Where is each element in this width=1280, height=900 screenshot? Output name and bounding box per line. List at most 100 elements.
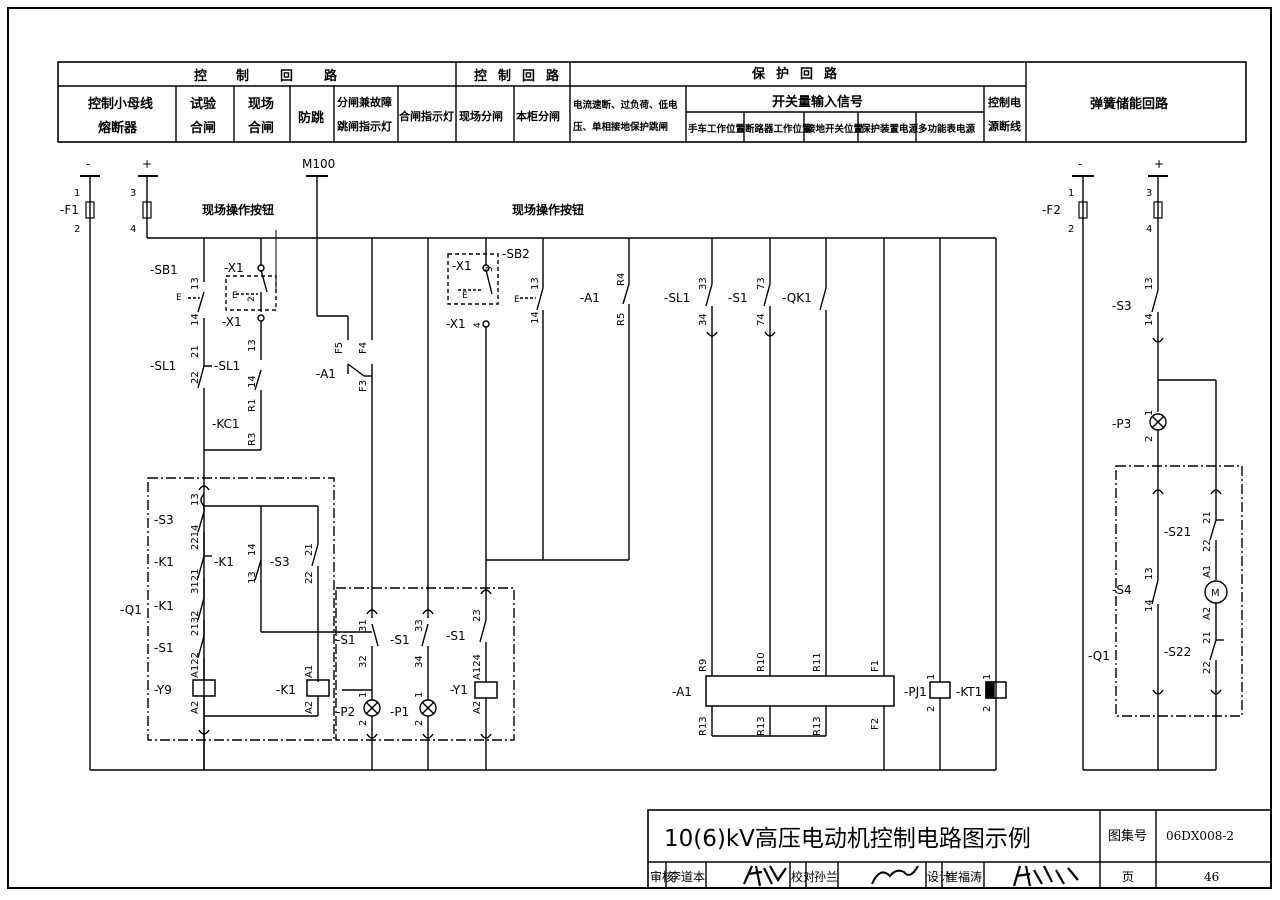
a1-r10: R10: [756, 652, 767, 672]
sb2-13: 13: [530, 277, 541, 290]
hdr-trip-ind-2: 跳闸指示灯: [337, 119, 392, 133]
p2-1: 1: [358, 692, 369, 698]
qk1-label: -QK1: [782, 291, 812, 305]
hdr-prot-2: 护: [776, 66, 789, 82]
pj1-label: -PJ1: [904, 685, 927, 699]
a1-f2: F2: [870, 718, 881, 730]
designer-signature: [1012, 865, 1079, 887]
x1-e: E: [232, 291, 238, 301]
a1-r13-1: R13: [698, 716, 709, 736]
hdr-ctrl-3: 回: [280, 69, 293, 84]
a1-f4: F4: [358, 342, 369, 354]
s1-label-4: -S1: [446, 629, 466, 643]
sb-local-e: E: [514, 295, 520, 305]
sb1-label: -SB1: [150, 263, 178, 277]
f2-term-1: 1: [1068, 188, 1074, 199]
m100-label: M100: [302, 157, 335, 171]
hdr-sw2: 断路器工作位置: [745, 123, 812, 135]
sl1-22: 22: [190, 371, 201, 384]
hdr-ctrl2-4: 路: [546, 68, 560, 84]
sb2-14: 14: [530, 311, 541, 324]
sb1-13: 13: [190, 277, 201, 290]
sb1-14: 14: [190, 313, 201, 326]
s3-22: 22: [304, 571, 315, 584]
k1-2132: 2132: [190, 611, 201, 636]
local-button-label-1: 现场操作按钮: [202, 202, 274, 217]
s3-13: 13: [190, 493, 201, 506]
sb1-e: E: [176, 293, 182, 303]
kt1-1: 1: [982, 674, 993, 680]
a1-label-3: -A1: [672, 685, 692, 699]
f1-term-2: 2: [74, 224, 80, 235]
sl1-14: 14: [247, 375, 258, 388]
a1-r11: R11: [812, 652, 823, 672]
s1-a124: A124: [472, 654, 483, 680]
p3-1: 1: [1144, 410, 1155, 416]
hdr-test-1: 试验: [190, 96, 217, 112]
hdr-local-2: 合闸: [248, 120, 274, 136]
s3-2214: 2214: [190, 525, 201, 550]
f1-term-4: 4: [130, 224, 136, 235]
x1-term-2: 2: [247, 296, 257, 302]
p1-2: 2: [414, 720, 425, 726]
hdr-prot-4: 路: [824, 66, 838, 82]
q1-label-2: -Q1: [1088, 649, 1110, 663]
s1-label-1: -S1: [154, 641, 174, 655]
s22-label: -S22: [1164, 645, 1191, 659]
title-block: [647, 809, 1272, 889]
f2-label: -F2: [1042, 203, 1061, 217]
k1-label-3: -K1: [154, 599, 174, 613]
page-label: 页: [1122, 870, 1134, 884]
a1-label-2: -A1: [580, 291, 600, 305]
sl1-34: 34: [698, 313, 709, 326]
x1-label-1: -X1: [224, 261, 244, 275]
sl1-label-3: -SL1: [664, 291, 690, 305]
pj1-1: 1: [926, 674, 937, 680]
hdr-switch-inputs: 开关量输入信号: [772, 94, 863, 110]
hdr-ctrl-loss-2: 源断线: [988, 119, 1021, 133]
hdr-prot-3: 回: [800, 67, 813, 82]
k1-14: 14: [247, 543, 258, 556]
hdr-ctrl2-1: 控: [474, 68, 487, 84]
main-control-circuit: [80, 175, 1007, 771]
hdr-sw1: 手车工作位置: [688, 123, 746, 135]
motor-m: M: [1211, 588, 1220, 599]
k1-label-1: -K1: [154, 555, 174, 569]
k1-label-4: -K1: [276, 683, 296, 697]
reviewer-signature: [742, 865, 787, 887]
hdr-ctrl-loss-1: 控制电: [988, 95, 1021, 109]
y1-a2: A2: [472, 701, 483, 714]
a1-label-1: -A1: [316, 367, 336, 381]
p3-label: -P3: [1112, 417, 1131, 431]
designer-name: 崔福涛: [946, 869, 982, 884]
a1-r13-3: R13: [812, 716, 823, 736]
review-label: 审核: [650, 869, 674, 884]
page-number: 46: [1204, 870, 1219, 884]
hdr-sw4: 保护装置电源: [860, 123, 919, 135]
hdr-ctrl2-2: 制: [498, 68, 511, 84]
hdr-bus-fuse-1: 控制小母线: [88, 96, 153, 112]
a1-r5: R5: [616, 313, 627, 326]
s3-label-1: -S3: [154, 513, 174, 527]
k1-a2: A2: [304, 701, 315, 714]
atlas-number: 06DX008-2: [1166, 829, 1234, 843]
s3-14-spring: 14: [1144, 313, 1155, 326]
k1-a1: A1: [304, 665, 315, 678]
s1-34: 34: [414, 655, 425, 668]
hdr-ctrl-1: 控: [194, 68, 207, 84]
hdr-sw3: 接地开关位置: [806, 123, 864, 135]
s21-label: -S21: [1164, 525, 1191, 539]
p3-2: 2: [1144, 436, 1155, 442]
checker-name: 孙兰: [814, 870, 838, 884]
p2-label: -P2: [336, 705, 355, 719]
x1-term-4: 4: [473, 322, 483, 328]
hdr-cab-open: 本柜分闸: [516, 109, 560, 123]
s21-22: 22: [1202, 539, 1213, 552]
s1-74: 74: [756, 313, 767, 326]
spring-charging-circuit: [1072, 175, 1243, 771]
s22-21: 21: [1202, 631, 1213, 644]
plus-label-1: +: [142, 157, 152, 171]
y9-label: -Y9: [154, 683, 172, 697]
